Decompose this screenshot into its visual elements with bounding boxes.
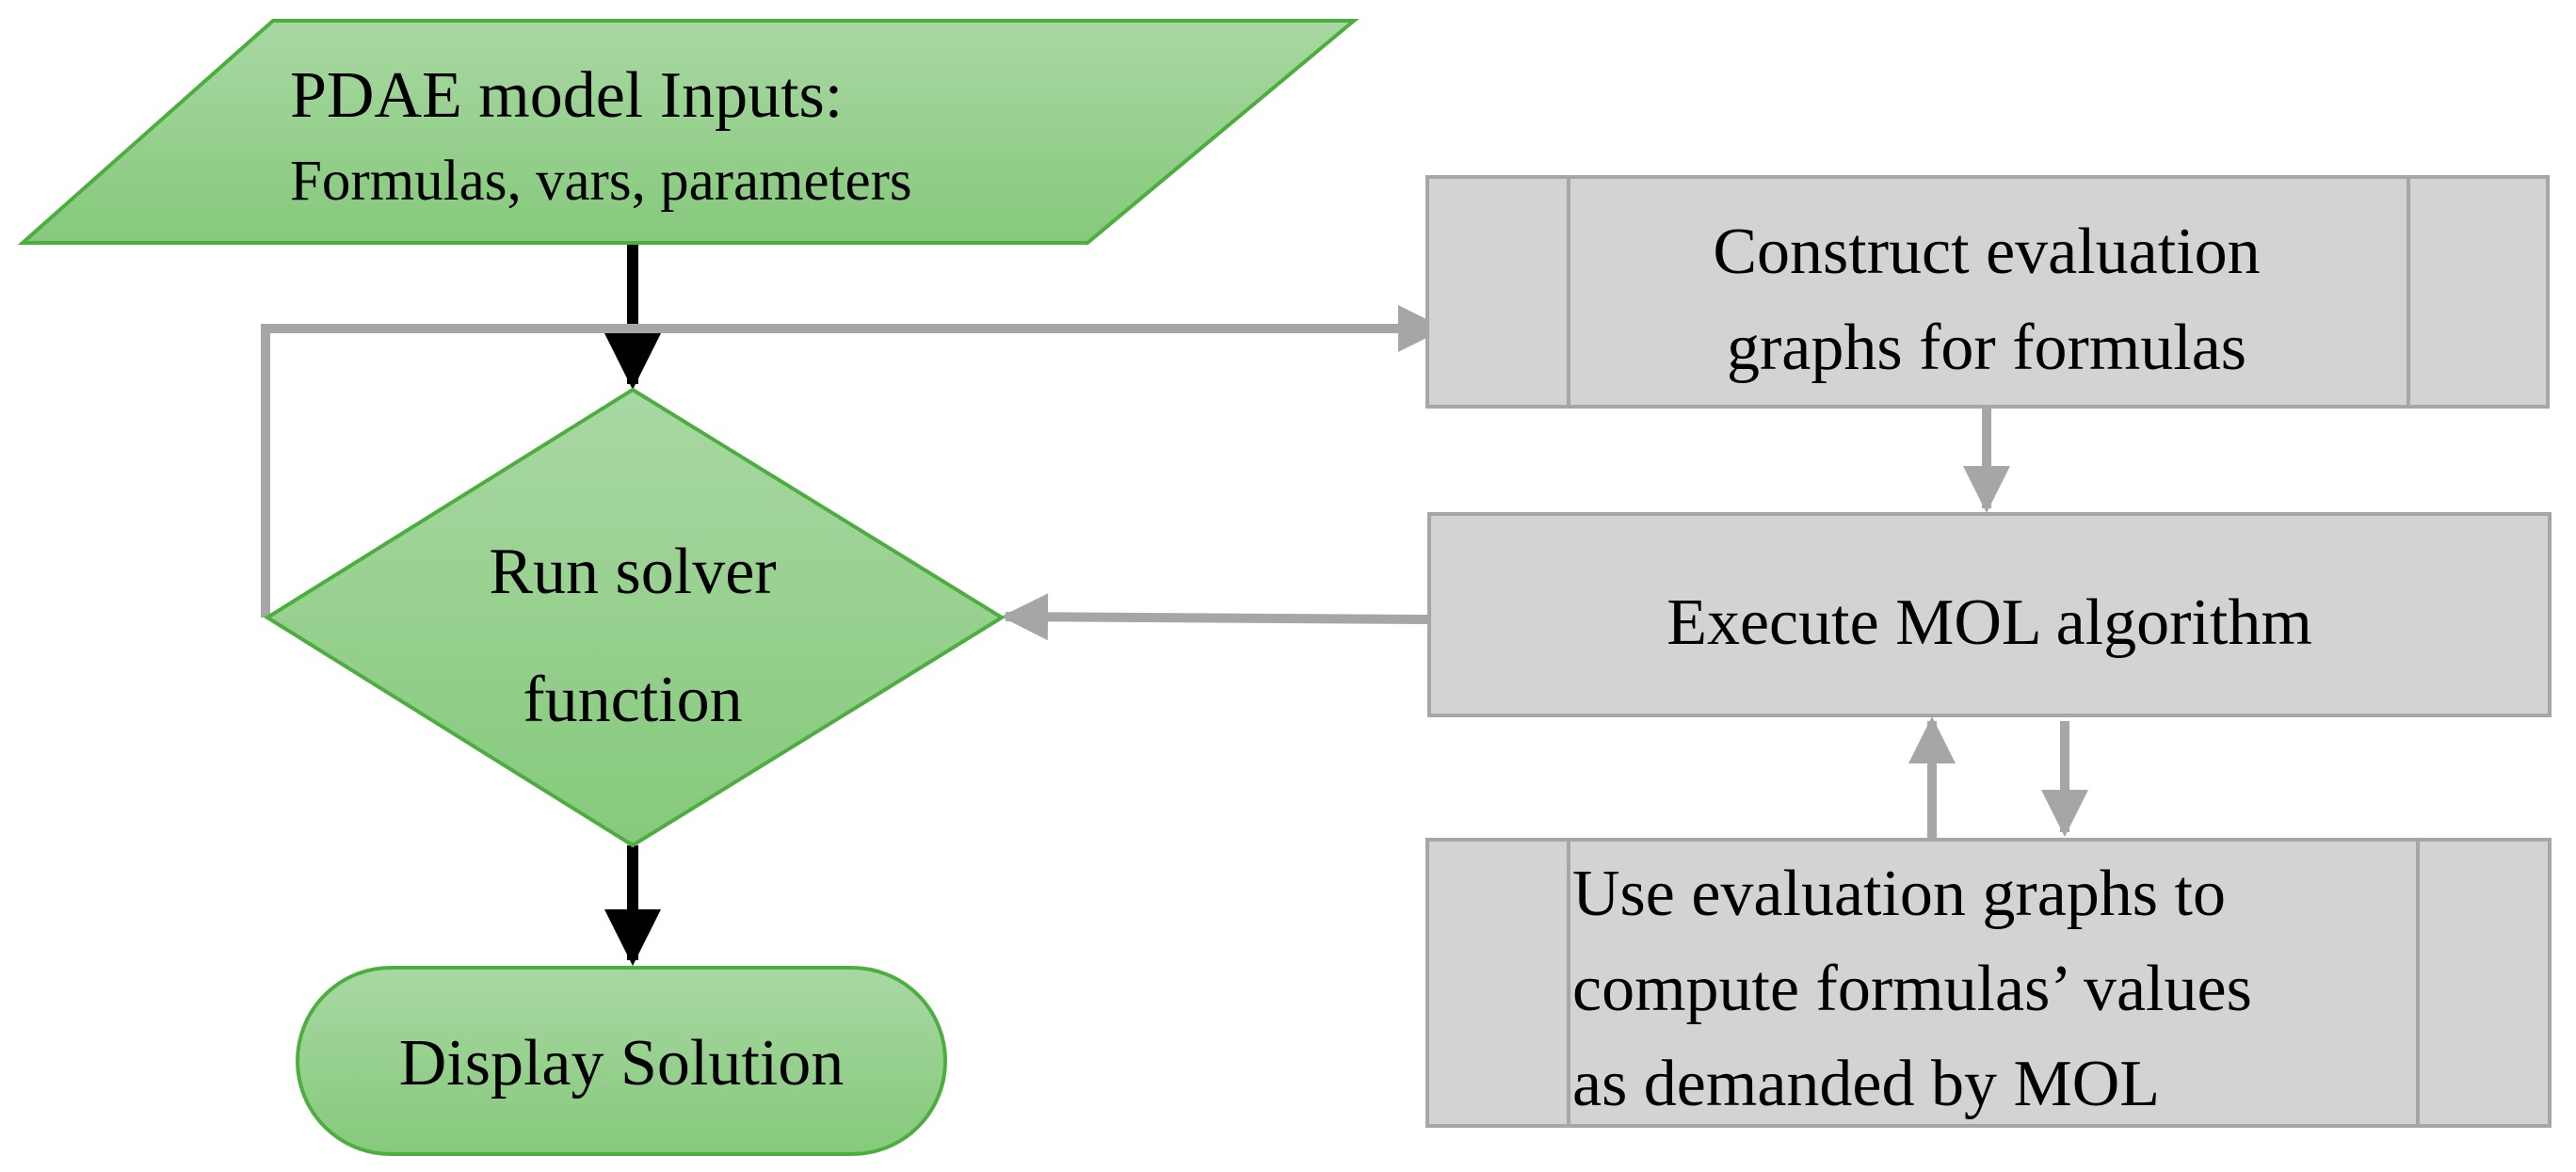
construct-node: Construct evaluation graphs for formulas	[1425, 175, 2550, 409]
input-parallelogram	[17, 19, 1360, 245]
execute-box	[1427, 512, 2552, 717]
input-subtitle: Formulas, vars, parameters	[290, 150, 912, 213]
arrow-decision-to-construct	[261, 305, 1445, 618]
decision-line1: Run solver	[489, 536, 776, 608]
construct-line2: graphs for formulas	[1727, 312, 2246, 384]
input-node: PDAE model Inputs: Formulas, vars, param…	[17, 19, 1360, 245]
construct-line1: Construct evaluation	[1713, 216, 2260, 288]
decision-diamond	[264, 387, 1006, 848]
output-label: Display Solution	[399, 1027, 845, 1100]
use-box	[1425, 838, 2552, 1128]
construct-box	[1425, 175, 2550, 409]
execute-label: Execute MOL algorithm	[1666, 586, 2312, 659]
use-line1: Use evaluation graphs to	[1572, 858, 2226, 930]
use-line2: compute formulas’ values	[1572, 953, 2252, 1025]
output-node: Display Solution	[296, 966, 947, 1156]
execute-node: Execute MOL algorithm	[1427, 512, 2552, 717]
input-title: PDAE model Inputs:	[290, 59, 843, 132]
use-node: Use evaluation graphs to compute formula…	[1425, 838, 2552, 1128]
decision-line2: function	[523, 664, 742, 736]
use-line3: as demanded by MOL	[1572, 1048, 2160, 1120]
output-terminator	[296, 966, 947, 1156]
arrow-execute-to-decision	[1001, 593, 1428, 641]
decision-node: Run solver function	[264, 387, 1006, 848]
